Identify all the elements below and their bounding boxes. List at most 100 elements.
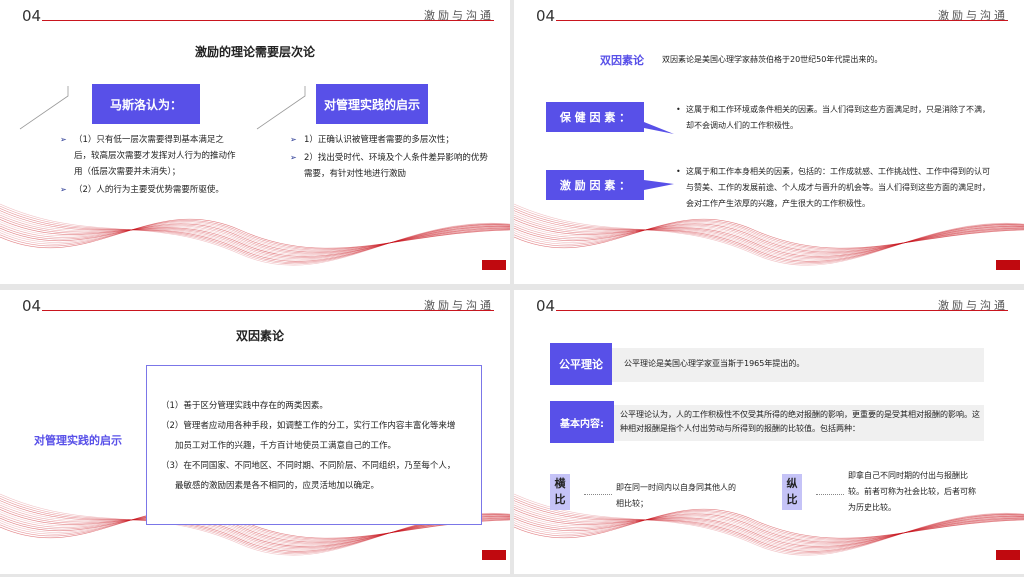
slide-number: 04 bbox=[22, 297, 42, 315]
wave-line bbox=[514, 498, 1024, 553]
wave-line bbox=[514, 219, 1024, 249]
maslow-box: 马斯洛认为： bbox=[92, 84, 200, 124]
wave-line bbox=[514, 221, 1024, 251]
red-accent-bar bbox=[482, 550, 506, 560]
slide-4[interactable]: 04 激励与沟通 公平理论 公平理论是美国心理学家亚当斯于1965年提出的。 基… bbox=[514, 290, 1024, 574]
wave-line bbox=[514, 203, 1024, 266]
hygiene-label: 保 健 因 素 ： bbox=[559, 111, 631, 124]
wave-line bbox=[514, 512, 1024, 542]
intro-text: 双因素论是美国心理学家赫茨伯格于20世纪50年代提出来的。 bbox=[662, 55, 883, 64]
wave-line bbox=[514, 513, 1024, 543]
horizontal-compare-tag: 横 比 bbox=[550, 474, 570, 510]
item-list: （1）善于区分管理实践中存在的两类因素。 （2）管理者应动用各种手段，如调整工作… bbox=[161, 396, 461, 496]
slide-2[interactable]: 04 激励与沟通 双因素论 双因素论是美国心理学家赫茨伯格于20世纪50年代提出… bbox=[514, 0, 1024, 284]
slide-subject: 激励与沟通 bbox=[938, 299, 1008, 312]
wave-line bbox=[514, 210, 1024, 262]
vertical-compare-text: 即拿自己不同时期的付出与报酬比较。前者可称为社会比较，后者可称为历史比较。 bbox=[848, 471, 976, 512]
slide-1[interactable]: 04 激励与沟通 激励的理论需要层次论 马斯洛认为： 对管理实践的启示 （1）只… bbox=[0, 0, 510, 284]
wave-line bbox=[514, 221, 1024, 256]
list-item: （1）善于区分管理实践中存在的两类因素。 bbox=[161, 401, 328, 411]
section-heading: 双因素论 bbox=[600, 54, 644, 67]
side-label: 对管理实践的启示 bbox=[34, 434, 122, 447]
wave-line bbox=[0, 506, 510, 548]
tag-char: 纵 bbox=[786, 477, 798, 490]
wave-line bbox=[0, 500, 510, 552]
wave-line bbox=[514, 511, 1024, 546]
slide-subject: 激励与沟通 bbox=[938, 9, 1008, 22]
wave-decoration bbox=[0, 203, 510, 266]
wave-line bbox=[0, 504, 510, 550]
wave-line bbox=[0, 214, 510, 260]
wave-line bbox=[514, 205, 1024, 265]
wave-decoration bbox=[514, 493, 1024, 556]
list-item: 1）正确认识被管理者需要的多层次性； bbox=[290, 132, 490, 148]
wave-line bbox=[514, 223, 1024, 255]
wave-line bbox=[514, 513, 1024, 545]
wave-line bbox=[0, 221, 510, 251]
wave-line bbox=[514, 509, 1024, 539]
tag-char: 比 bbox=[554, 493, 566, 506]
wave-line bbox=[0, 509, 510, 547]
wave-line bbox=[0, 208, 510, 263]
header-line bbox=[556, 310, 1008, 311]
slide-subject: 激励与沟通 bbox=[424, 299, 494, 312]
wave-line bbox=[514, 495, 1024, 555]
content-label: 基本内容: bbox=[550, 401, 614, 443]
wave-line bbox=[514, 506, 1024, 548]
slide-title: 激励的理论需要层次论 bbox=[194, 45, 315, 59]
wave-line bbox=[0, 502, 510, 551]
list-item: 2）找出受时代、环境及个人条件差异影响的优势需要，有针对性地进行激励 bbox=[290, 150, 490, 182]
wave-line bbox=[0, 224, 510, 254]
callout-hygiene bbox=[546, 102, 674, 134]
header-line bbox=[42, 310, 494, 311]
wave-decoration bbox=[514, 203, 1024, 266]
wave-line bbox=[0, 221, 510, 256]
wave-line bbox=[514, 502, 1024, 551]
hygiene-text: •这属于和工作环境或条件相关的因素。当人们得到这些方面满足时，只是消除了不满，却… bbox=[676, 105, 990, 130]
motivator-text: •这属于和工作本身相关的因素，包括的：工作成就感、工作挑战性、工作中得到的认可与… bbox=[676, 167, 990, 208]
bracket-line-left bbox=[19, 86, 69, 130]
list-item: （1）只有低一层次需要得到基本满足之后，较高层次需要才发挥对人行为的推动作用（低… bbox=[60, 132, 240, 180]
list-item: （2）人的行为主要受优势需要所驱使。 bbox=[60, 182, 240, 198]
wave-line bbox=[0, 513, 510, 543]
wave-line bbox=[514, 509, 1024, 547]
wave-line bbox=[0, 223, 510, 255]
red-accent-bar bbox=[482, 260, 506, 270]
wave-line bbox=[514, 514, 1024, 544]
horizontal-compare-text: 即在同一时间内以自身同其他人的相比较； bbox=[616, 483, 736, 508]
wave-line bbox=[0, 222, 510, 252]
hygiene-text-content: 这属于和工作环境或条件相关的因素。当人们得到这些方面满足时，只是消除了不满，却不… bbox=[686, 105, 990, 130]
header-line bbox=[556, 20, 1008, 21]
motivator-text-content: 这属于和工作本身相关的因素，包括的：工作成就感、工作挑战性、工作中得到的认可与赞… bbox=[686, 167, 990, 208]
wave-line bbox=[0, 212, 510, 261]
slide-number: 04 bbox=[22, 7, 42, 25]
wave-line bbox=[0, 219, 510, 249]
equity-label: 公平理论 bbox=[550, 343, 612, 385]
wave-line bbox=[514, 219, 1024, 257]
wave-line bbox=[0, 223, 510, 253]
content-text: 公平理论认为，人的工作积极性不仅受其所得的绝对报酬的影响，更重要的是受其相对报酬… bbox=[620, 410, 980, 433]
callout-motivator bbox=[546, 170, 674, 200]
dotted-connector bbox=[816, 494, 844, 495]
dotted-connector bbox=[584, 494, 612, 495]
wave-line bbox=[514, 212, 1024, 261]
slide-number: 04 bbox=[536, 7, 556, 25]
header-line bbox=[42, 20, 494, 21]
content-row-bg bbox=[550, 405, 984, 441]
implication-list: 1）正确认识被管理者需要的多层次性； 2）找出受时代、环境及个人条件差异影响的优… bbox=[290, 132, 490, 184]
content-frame: （1）善于区分管理实践中存在的两类因素。 （2）管理者应动用各种手段，如调整工作… bbox=[146, 365, 482, 525]
wave-line bbox=[0, 203, 510, 266]
wave-line bbox=[0, 511, 510, 546]
slide-3[interactable]: 04 激励与沟通 双因素论 对管理实践的启示 （1）善于区分管理实践中存在的两类… bbox=[0, 290, 510, 574]
vertical-compare-tag: 纵 比 bbox=[782, 474, 802, 510]
wave-line bbox=[514, 216, 1024, 258]
bracket-line-right bbox=[256, 86, 306, 130]
wave-line bbox=[514, 208, 1024, 263]
wave-decoration bbox=[0, 493, 510, 556]
wave-line bbox=[514, 504, 1024, 550]
equity-row-bg bbox=[550, 348, 984, 382]
equity-text: 公平理论是美国心理学家亚当斯于1965年提出的。 bbox=[624, 359, 805, 368]
tag-char: 比 bbox=[786, 493, 798, 506]
maslow-list: （1）只有低一层次需要得到基本满足之后，较高层次需要才发挥对人行为的推动作用（低… bbox=[60, 132, 240, 200]
wave-line bbox=[514, 493, 1024, 556]
